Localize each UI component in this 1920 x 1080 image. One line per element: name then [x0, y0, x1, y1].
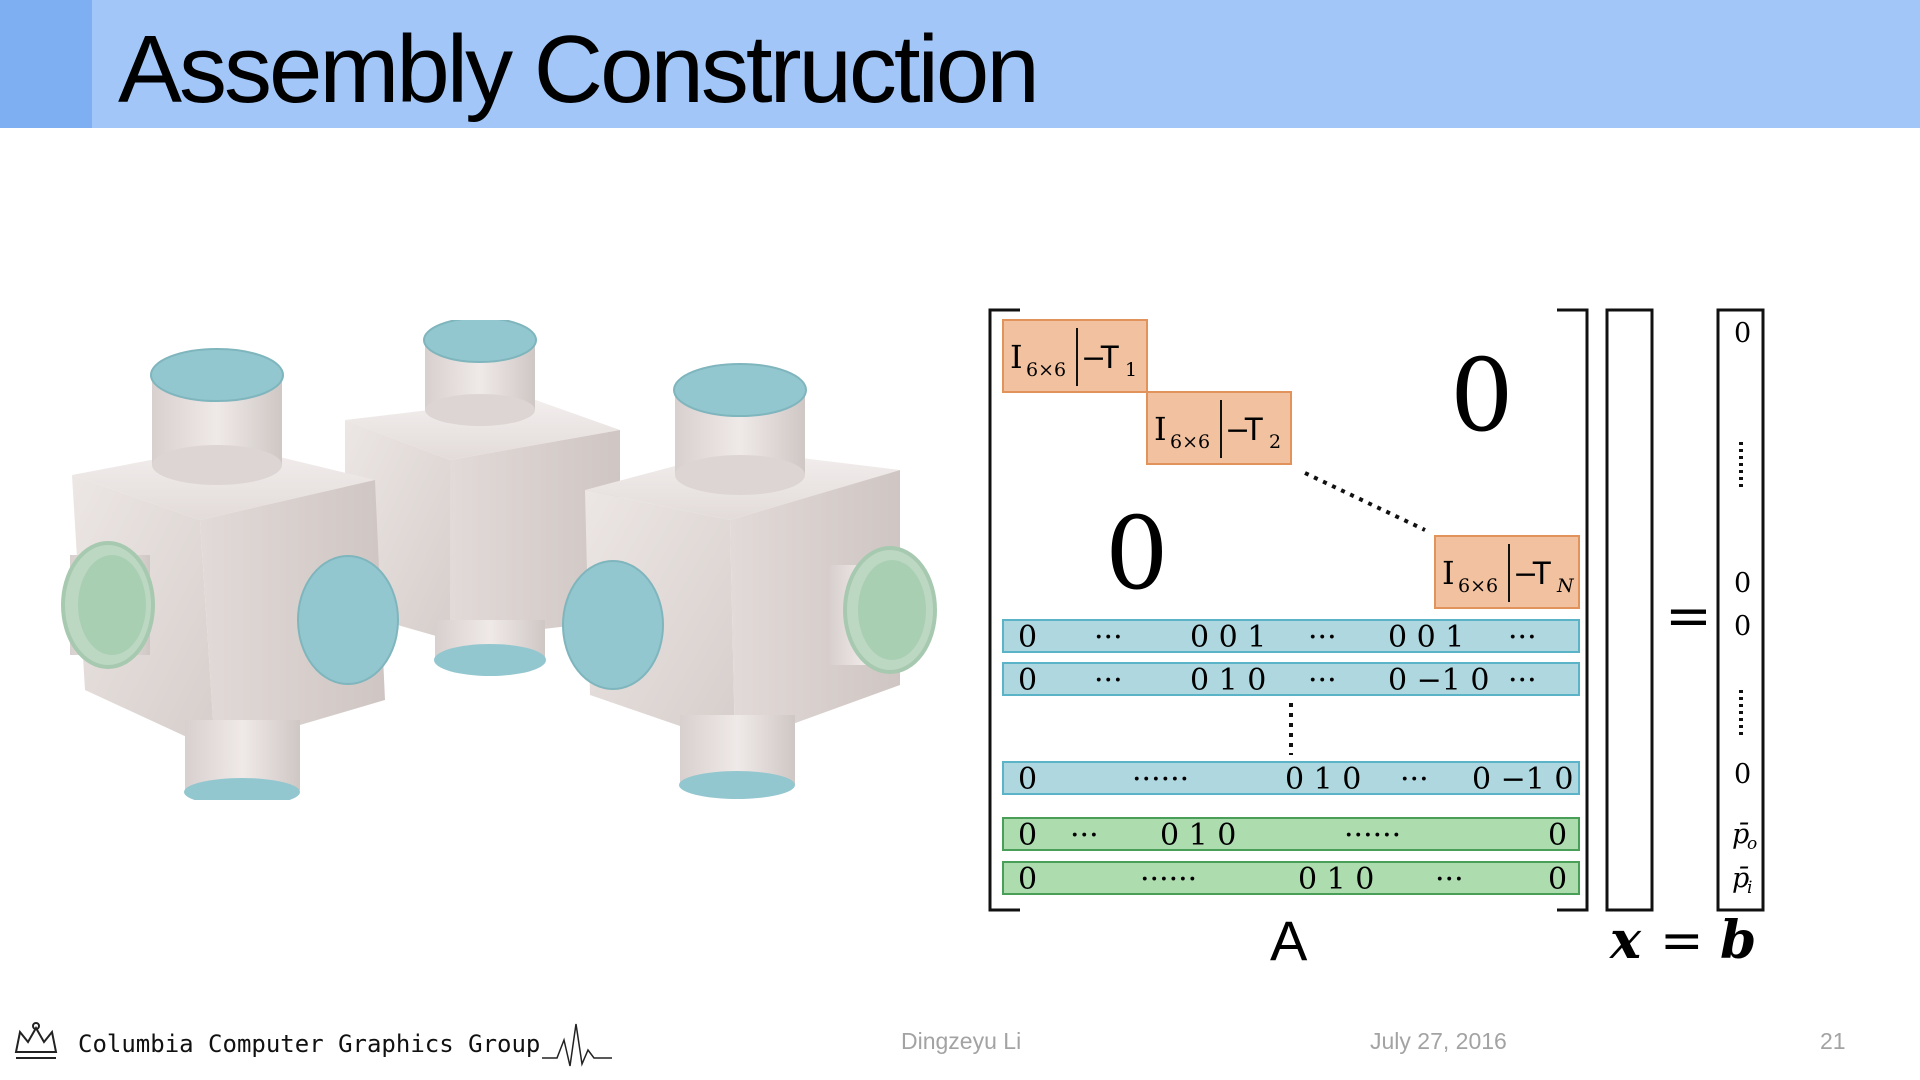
ccgg-logo: Columbia Computer Graphics Group [14, 1022, 612, 1067]
svg-text:···: ··· [1308, 663, 1337, 698]
svg-text:6×6: 6×6 [1026, 359, 1066, 381]
header-bar [0, 0, 1920, 128]
x-vector [1605, 308, 1654, 912]
svg-text:−: − [1513, 557, 1538, 592]
svg-text:I: I [1154, 410, 1167, 448]
zero-lower: 0 [1105, 495, 1169, 612]
block-1: I 6×6 − T 1 [1002, 319, 1148, 393]
svg-text:T: T [1244, 411, 1264, 447]
svg-text:0: 0 [1018, 862, 1037, 897]
page-number: 21 [1820, 1028, 1846, 1054]
svg-text:0 −1 0: 0 −1 0 [1472, 762, 1573, 797]
svg-text:···: ··· [1435, 862, 1464, 897]
svg-text:0 0 1: 0 0 1 [1190, 620, 1266, 655]
svg-text:T: T [1100, 339, 1120, 375]
blue-row-2: 0 ··· 0 1 0 ··· 0 −1 0 ··· [1002, 662, 1580, 698]
svg-text:······: ······ [1140, 862, 1197, 897]
svg-text:0 1 0: 0 1 0 [1160, 818, 1236, 853]
svg-text:···: ··· [1094, 663, 1123, 698]
svg-text:0: 0 [1734, 568, 1751, 599]
footer-author: Dingzeyu Li [901, 1028, 1022, 1054]
svg-text:x: x [1609, 910, 1642, 971]
svg-text:−: − [1225, 413, 1250, 448]
svg-text:6×6: 6×6 [1170, 431, 1210, 453]
svg-text:2: 2 [1269, 431, 1281, 453]
assembly-rendering [61, 320, 937, 800]
svg-text:0: 0 [1018, 818, 1037, 853]
zero-upper: 0 [1450, 337, 1514, 454]
blue-row-3: 0 ······ 0 1 0 ··· 0 −1 0 [1002, 761, 1580, 797]
svg-text:−: − [1081, 341, 1106, 376]
svg-text:···: ··· [1508, 663, 1537, 698]
blue-row-1: 0 ··· 0 0 1 ··· 0 0 1 ··· [1002, 619, 1580, 655]
svg-text:0 1 0: 0 1 0 [1285, 762, 1361, 797]
svg-text:I: I [1442, 554, 1455, 592]
svg-text:0: 0 [1018, 663, 1037, 698]
b-vector: 0 0 0 0 p̄ o p̄ i [1716, 308, 1765, 912]
green-row-2: 0 ······ 0 1 0 ··· 0 [1002, 861, 1580, 897]
module-left [61, 348, 399, 800]
svg-text:···: ··· [1308, 620, 1337, 655]
svg-text:6×6: 6×6 [1458, 575, 1498, 597]
module-right [562, 363, 937, 799]
green-row-1: 0 ··· 0 1 0 ······ 0 [1002, 817, 1580, 853]
footer-date: July 27, 2016 [1370, 1028, 1507, 1054]
svg-text:N: N [1556, 575, 1575, 597]
svg-text:=: = [1660, 911, 1704, 971]
svg-text:0 0 1: 0 0 1 [1388, 620, 1464, 655]
svg-text:······: ······ [1132, 762, 1189, 797]
svg-text:1: 1 [1125, 359, 1137, 381]
slide-title: Assembly Construction [118, 16, 1040, 123]
matrix-left-bracket [988, 308, 1020, 912]
svg-text:p̄: p̄ [1732, 863, 1749, 894]
svg-text:···: ··· [1400, 762, 1429, 797]
svg-text:···: ··· [1070, 818, 1099, 853]
diagonal-ellipsis [1304, 471, 1426, 532]
svg-text:T: T [1532, 555, 1552, 591]
group-name: Columbia Computer Graphics Group [78, 1030, 540, 1058]
svg-text:0 −1 0: 0 −1 0 [1388, 663, 1489, 698]
header-accent [0, 0, 92, 128]
svg-text:0: 0 [1018, 620, 1037, 655]
svg-text:0: 0 [1018, 762, 1037, 797]
svg-text:0 1 0: 0 1 0 [1190, 663, 1266, 698]
svg-text:···: ··· [1508, 620, 1537, 655]
crown-icon [14, 1022, 58, 1059]
heartbeat-line-icon [542, 1023, 612, 1067]
svg-text:······: ······ [1344, 818, 1401, 853]
svg-text:I: I [1010, 338, 1023, 376]
svg-text:o: o [1747, 834, 1757, 854]
block-2: I 6×6 − T 2 [1146, 391, 1292, 465]
matrix-right-bracket [1557, 308, 1589, 912]
svg-text:0: 0 [1734, 611, 1751, 642]
matrix-a-label: A [1270, 909, 1308, 972]
equals-sign: = [1665, 584, 1712, 649]
svg-text:b: b [1720, 910, 1756, 971]
svg-text:0: 0 [1734, 318, 1751, 349]
svg-text:0 1 0: 0 1 0 [1298, 862, 1374, 897]
assembly-matrix-figure: I 6×6 − T 1 I 6×6 − T 2 I 6×6 − T N 0 0 … [988, 308, 1765, 972]
svg-text:i: i [1747, 878, 1752, 898]
block-n: I 6×6 − T N [1434, 535, 1580, 609]
equation-xb: x = b [1609, 910, 1756, 971]
svg-text:p̄: p̄ [1732, 819, 1749, 850]
svg-text:0: 0 [1548, 862, 1567, 897]
svg-text:···: ··· [1094, 620, 1123, 655]
svg-text:0: 0 [1734, 759, 1751, 790]
svg-text:0: 0 [1548, 818, 1567, 853]
